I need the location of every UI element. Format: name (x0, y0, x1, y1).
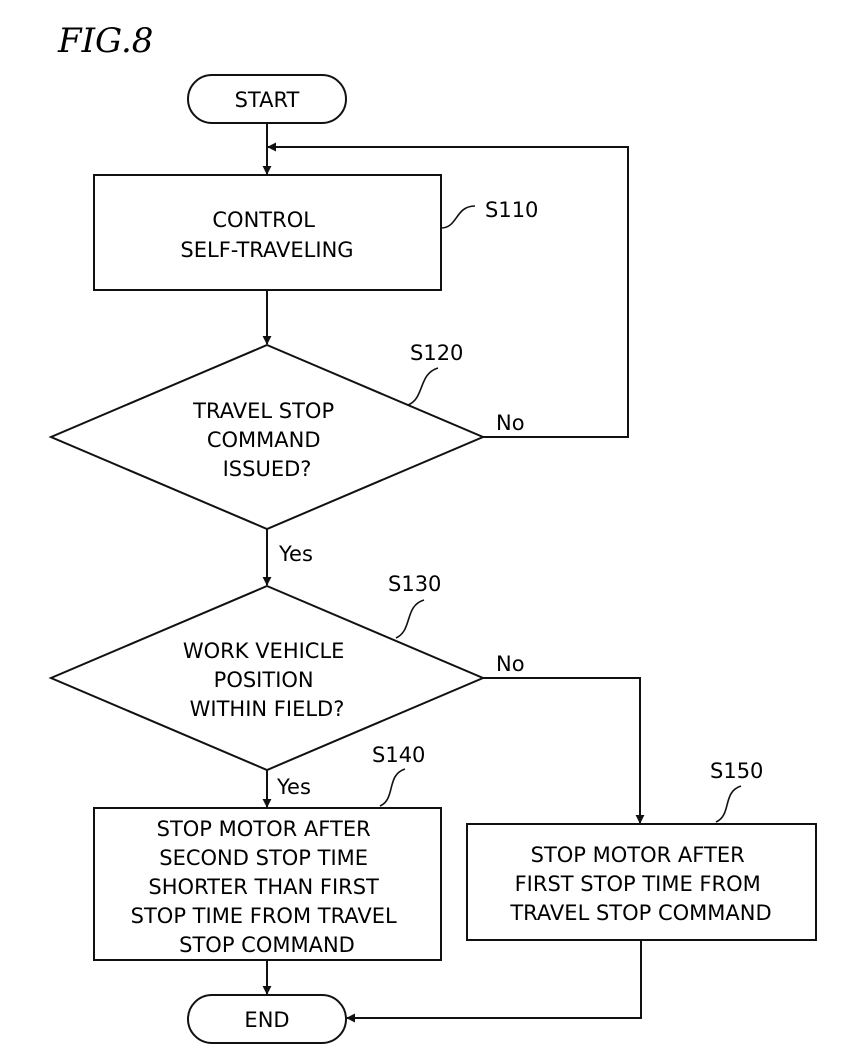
process-box-s110 (94, 175, 441, 290)
step-id-s120: S120 (410, 341, 463, 365)
step-id-s150: S150 (710, 759, 763, 783)
branch-label-s130-yes: Yes (276, 775, 311, 799)
process-text-s140-line: STOP COMMAND (179, 933, 355, 957)
step-leader-s120 (408, 368, 438, 405)
decision-text-s130-line: WORK VEHICLE (183, 639, 345, 663)
step-leader-s110 (441, 206, 475, 228)
step-id-s130: S130 (388, 572, 441, 596)
process-text-s140-line: STOP TIME FROM TRAVEL (131, 904, 397, 928)
process-text-s140-line: STOP MOTOR AFTER (157, 817, 371, 841)
decision-text-s130-line: POSITION (214, 668, 314, 692)
process-text-s140-line: SECOND STOP TIME (159, 846, 368, 870)
connector-s130-no-to-s150 (483, 678, 640, 823)
step-leader-s150 (716, 786, 741, 822)
process-text-s110-line: SELF-TRAVELING (180, 238, 353, 262)
step-leader-s130 (396, 600, 424, 638)
end-label: END (244, 1008, 289, 1032)
process-text-s150-line: STOP MOTOR AFTER (531, 843, 745, 867)
step-id-s110: S110 (485, 198, 538, 222)
step-leader-s140 (380, 769, 405, 806)
figure-label: FIG.8 (57, 21, 153, 61)
decision-text-s130-line: WITHIN FIELD? (190, 697, 345, 721)
process-text-s150: STOP MOTOR AFTER FIRST STOP TIME FROM TR… (509, 843, 771, 925)
process-text-s140-line: SHORTER THAN FIRST (148, 875, 379, 899)
branch-label-s120-yes: Yes (278, 542, 313, 566)
process-text-s150-line: FIRST STOP TIME FROM (515, 872, 761, 896)
decision-text-s120-line: ISSUED? (223, 457, 312, 481)
process-text-s110-line: CONTROL (212, 208, 315, 232)
decision-text-s120-line: TRAVEL STOP (192, 399, 334, 423)
process-text-s150-line: TRAVEL STOP COMMAND (509, 901, 771, 925)
decision-text-s120-line: COMMAND (207, 428, 321, 452)
start-label: START (235, 88, 300, 112)
step-id-s140: S140 (372, 743, 425, 767)
branch-label-s120-no: No (496, 411, 525, 435)
branch-label-s130-no: No (496, 652, 525, 676)
